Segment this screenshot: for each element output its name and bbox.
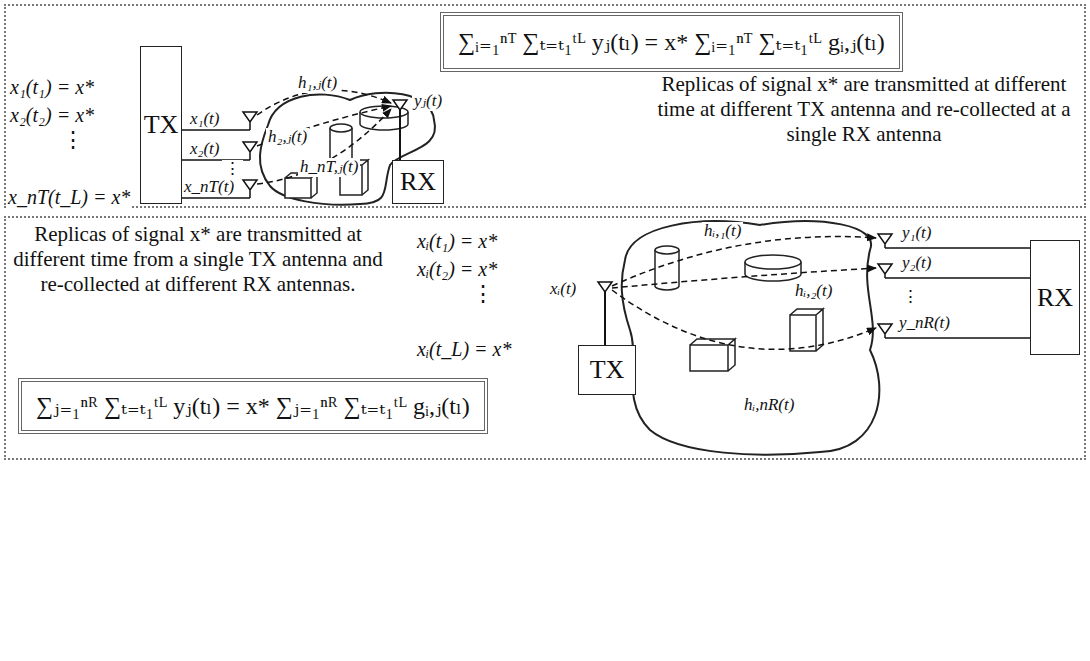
ellipsis-dots: ⋮ [222,160,243,179]
transceiver-box: TX [140,46,182,204]
box-label: RX [400,167,436,197]
ellipsis-dots: ⋮ [60,128,86,152]
box-label: RX [1037,283,1073,313]
equation-text: ∑ᵢ₌₁ⁿᵀ ∑ₜ₌ₜ₁ᵗᴸ yⱼ(tₗ) = x* ∑ᵢ₌₁ⁿᵀ ∑ₜ₌ₜ₁ᵗ… [458,28,885,56]
signal-label: y₁(t) [900,224,934,243]
signal-label: yⱼ(t) [412,92,444,111]
transceiver-box: TX [578,345,636,395]
channel-label: h_nT,ⱼ(t) [298,158,360,177]
channel-path [182,90,400,160]
channel-label: hᵢ,₁(t) [702,222,743,241]
equation-text: ∑ⱼ₌₁ⁿᴿ ∑ₜ₌ₜ₁ᵗᴸ yⱼ(tₗ) = x* ∑ⱼ₌₁ⁿᴿ ∑ₜ₌ₜ₁ᵗ… [36,392,470,420]
signal-label: xᵢ(t_L) = x* [415,338,513,360]
ellipsis-dots: ⋮ [900,288,921,307]
signal-label: xᵢ(t) [548,280,578,299]
signal-label: y₂(t) [900,254,934,273]
transceiver-box: RX [1030,240,1080,355]
ellipsis-dots: ⋮ [470,282,496,306]
transceiver-box: RX [392,160,444,204]
channel-label: h₁,ⱼ(t) [296,74,339,93]
signal-label: x₂(t) [188,140,222,159]
box-label: TX [144,110,179,140]
channel-path [182,109,400,198]
channel-label: hᵢ,₂(t) [793,282,834,301]
scenario-panel: Replicas of signal x* are transmitted at… [4,4,1086,208]
signal-label: x₁(t) [188,110,222,129]
description-text: Replicas of signal x* are transmitted at… [6,222,390,298]
signal-label: x_nT(t) [182,178,236,197]
channel-path [605,268,1030,345]
signal-label: x₂(t₂) = x* [8,104,96,126]
box-label: TX [590,355,625,385]
signal-label: x₁(t₁) = x* [8,76,96,98]
equation-box: ∑ⱼ₌₁ⁿᴿ ∑ₜ₌ₜ₁ᵗᴸ yⱼ(tₗ) = x* ∑ⱼ₌₁ⁿᴿ ∑ₜ₌ₜ₁ᵗ… [18,378,488,434]
signal-label: y_nR(t) [897,314,952,333]
channel-path [605,237,1030,345]
signal-label: xᵢ(t₁) = x* [415,230,499,252]
scenario-panel: Replicas of signal x* are transmitted at… [4,216,1086,460]
channel-label: hᵢ,nR(t) [742,396,796,415]
description-text: Replicas of signal x* are transmitted at… [646,72,1082,148]
signal-label: x_nT(t_L) = x* [6,186,132,208]
signal-label: xᵢ(t₂) = x* [415,258,499,280]
channel-label: h₂,ⱼ(t) [266,128,309,147]
equation-box: ∑ᵢ₌₁ⁿᵀ ∑ₜ₌ₜ₁ᵗᴸ yⱼ(tₗ) = x* ∑ᵢ₌₁ⁿᵀ ∑ₜ₌ₜ₁ᵗ… [440,12,903,72]
